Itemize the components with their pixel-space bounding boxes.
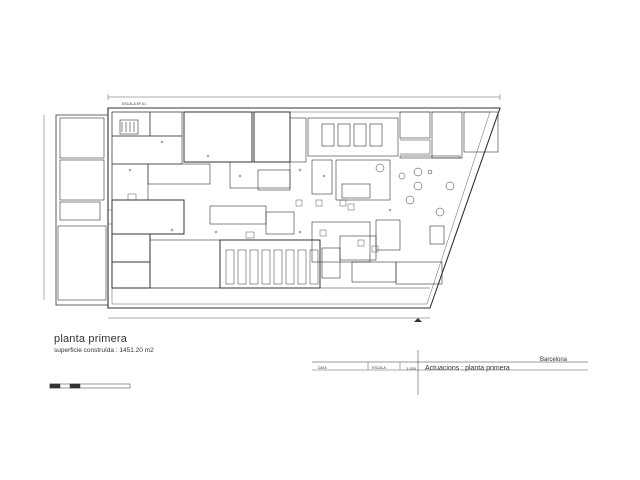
room bbox=[463, 111, 499, 153]
room bbox=[253, 111, 291, 163]
title-block-actuation: Actuacions : planta primera bbox=[425, 365, 510, 372]
section-marker bbox=[414, 318, 422, 322]
room bbox=[257, 169, 291, 191]
room bbox=[149, 111, 183, 137]
room bbox=[149, 239, 221, 289]
room bbox=[375, 219, 401, 251]
room bbox=[311, 159, 333, 195]
room bbox=[111, 135, 183, 165]
room bbox=[399, 111, 431, 139]
title-block-scale-label: ESCALA bbox=[372, 366, 386, 370]
room bbox=[183, 111, 253, 163]
room bbox=[321, 247, 341, 279]
room bbox=[351, 261, 397, 283]
bay-lines bbox=[225, 249, 319, 285]
room bbox=[395, 261, 443, 285]
room bbox=[431, 111, 463, 159]
plan-subtitle: superficie construïda : 1451.20 m2 bbox=[54, 347, 154, 354]
room bbox=[311, 221, 371, 263]
room bbox=[265, 211, 295, 235]
room bbox=[111, 163, 149, 201]
room bbox=[339, 235, 377, 261]
room bbox=[111, 261, 151, 289]
core bbox=[289, 117, 307, 163]
room bbox=[209, 205, 267, 225]
stair bbox=[119, 119, 139, 135]
scale-bar bbox=[49, 383, 131, 389]
main-building-outline bbox=[107, 107, 501, 309]
title-block-scale-value: 1:200 bbox=[406, 366, 417, 371]
room bbox=[147, 163, 211, 185]
stair-label: ESCALA EF-01 bbox=[122, 102, 147, 106]
room bbox=[399, 155, 461, 159]
plan-title: planta primera bbox=[54, 333, 128, 345]
room bbox=[229, 161, 291, 189]
lab-room bbox=[307, 117, 399, 157]
tables bbox=[375, 163, 455, 217]
room bbox=[111, 111, 151, 137]
room bbox=[335, 159, 391, 201]
title-block-city: Barcelona bbox=[540, 357, 568, 363]
room bbox=[111, 233, 151, 263]
room bbox=[111, 199, 185, 235]
title-block-date-label: DATA bbox=[318, 366, 327, 370]
